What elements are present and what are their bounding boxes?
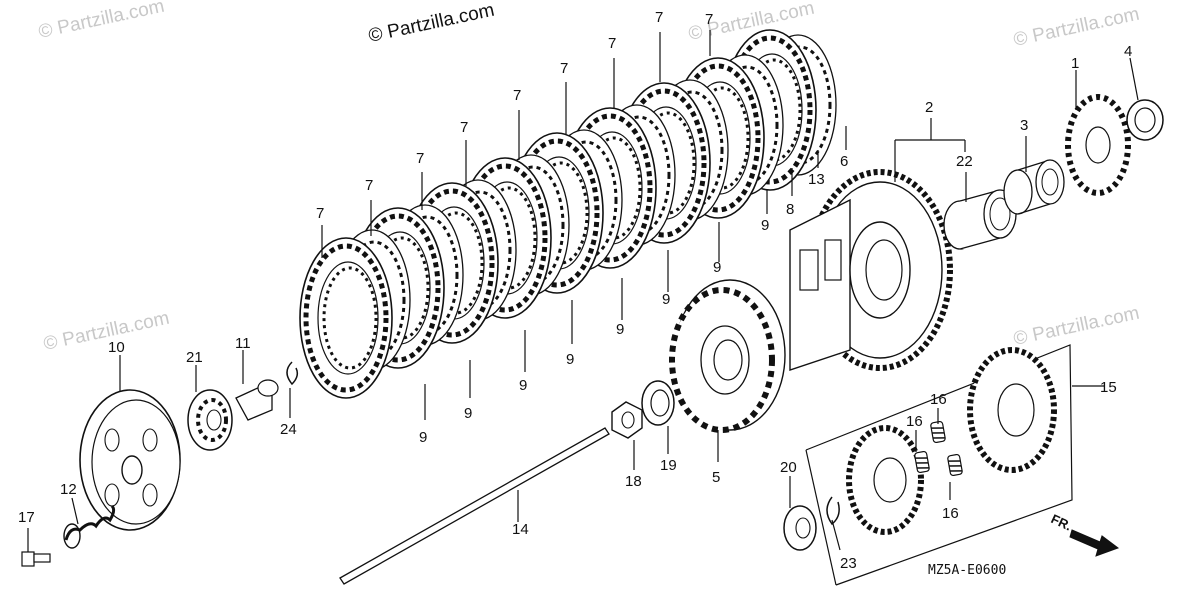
clutch-center-hub bbox=[669, 279, 786, 433]
label-7: 7 bbox=[608, 35, 616, 52]
label-16: 16 bbox=[906, 413, 923, 430]
fr-label: FR. bbox=[1049, 511, 1074, 533]
label-1: 1 bbox=[1071, 55, 1079, 72]
label-21: 21 bbox=[186, 349, 203, 366]
label-16: 16 bbox=[942, 505, 959, 522]
label-7: 7 bbox=[513, 87, 521, 104]
label-17: 17 bbox=[18, 509, 35, 526]
label-9: 9 bbox=[761, 217, 769, 234]
diagram-code: MZ5A-E0600 bbox=[928, 563, 1006, 578]
label-9: 9 bbox=[419, 429, 427, 446]
circlip bbox=[286, 361, 299, 386]
label-22: 22 bbox=[956, 153, 973, 170]
lifter-rod bbox=[339, 427, 610, 585]
bearing bbox=[187, 389, 233, 451]
label-3: 3 bbox=[1020, 117, 1028, 134]
label-5: 5 bbox=[712, 469, 720, 486]
label-6: 6 bbox=[840, 153, 848, 170]
gear-assembly bbox=[783, 344, 1073, 586]
watermark-top-left: © Partzilla.com bbox=[37, 0, 167, 43]
label-11: 11 bbox=[235, 335, 251, 352]
lifter-piece bbox=[235, 379, 279, 421]
front-direction-arrow: FR. bbox=[1049, 511, 1120, 557]
clutch-outer-basket bbox=[789, 169, 953, 371]
label-9: 9 bbox=[566, 351, 574, 368]
label-4: 4 bbox=[1124, 43, 1132, 60]
label-7: 7 bbox=[365, 177, 373, 194]
label-9: 9 bbox=[519, 377, 527, 394]
label-7: 7 bbox=[460, 119, 468, 136]
label-9: 9 bbox=[464, 405, 472, 422]
watermark-mid-left: © Partzilla.com bbox=[42, 308, 172, 355]
watermark-mid-right: © Partzilla.com bbox=[1012, 303, 1142, 350]
label-15: 15 bbox=[1100, 379, 1117, 396]
label-9: 9 bbox=[662, 291, 670, 308]
bolt bbox=[21, 551, 51, 567]
collar bbox=[1003, 159, 1065, 215]
watermark-top-center: © Partzilla.com bbox=[367, 0, 497, 47]
label-7: 7 bbox=[416, 150, 424, 167]
label-7: 7 bbox=[705, 11, 713, 28]
label-24: 24 bbox=[280, 421, 297, 438]
clutch-spring bbox=[63, 504, 116, 549]
label-9: 9 bbox=[616, 321, 624, 338]
label-18: 18 bbox=[625, 473, 642, 490]
label-10: 10 bbox=[108, 339, 125, 356]
label-19: 19 bbox=[660, 457, 677, 474]
oil-seal bbox=[1126, 99, 1164, 141]
label-9: 9 bbox=[713, 259, 721, 276]
label-16: 16 bbox=[930, 391, 947, 408]
label-20: 20 bbox=[780, 459, 797, 476]
label-14: 14 bbox=[512, 521, 529, 538]
label-7: 7 bbox=[316, 205, 324, 222]
part-labels: 7 7 7 7 7 7 7 7 7 9 9 9 9 9 9 9 9 8 13 6… bbox=[18, 9, 1132, 572]
watermark-top-right: © Partzilla.com bbox=[1012, 4, 1142, 51]
label-7: 7 bbox=[560, 60, 568, 77]
drive-sprocket bbox=[1065, 94, 1131, 196]
label-23: 23 bbox=[840, 555, 857, 572]
lock-nut bbox=[611, 401, 643, 439]
label-2: 2 bbox=[925, 99, 933, 116]
label-8: 8 bbox=[786, 201, 794, 218]
pressure-plate bbox=[79, 389, 181, 531]
label-7: 7 bbox=[655, 9, 663, 26]
lock-washer bbox=[641, 380, 675, 426]
label-12: 12 bbox=[60, 481, 77, 498]
label-13: 13 bbox=[808, 171, 825, 188]
leader-lines bbox=[27, 30, 1139, 552]
